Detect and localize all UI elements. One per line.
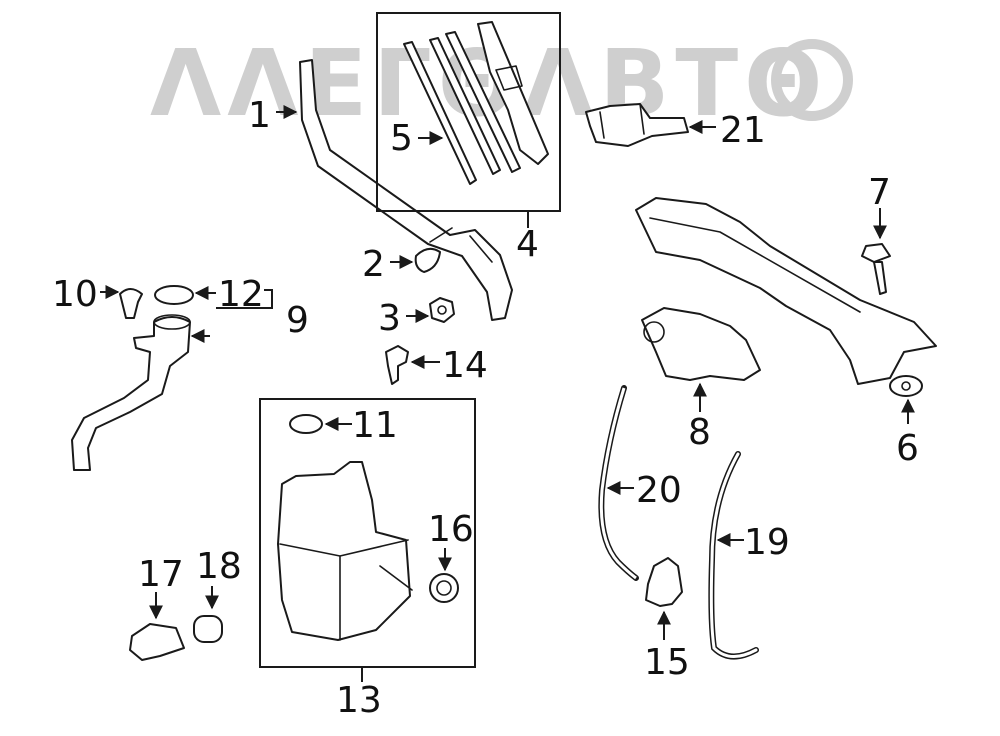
callout-14: 14	[442, 345, 488, 386]
callout-4: 4	[516, 224, 539, 265]
callout-15: 15	[644, 642, 690, 683]
push-fastener	[119, 288, 143, 319]
callout-21: 21	[720, 110, 766, 151]
mounting-bolt	[861, 243, 891, 295]
callout-13: 13	[336, 680, 382, 721]
reservoir-cap	[289, 414, 323, 434]
callout-5: 5	[390, 118, 413, 159]
callout-6: 6	[896, 428, 919, 469]
callout-1: 1	[248, 95, 271, 136]
reservoir-plug	[193, 615, 223, 643]
hose-connector	[129, 623, 185, 661]
callout-16: 16	[428, 509, 474, 550]
callout-2: 2	[362, 244, 385, 285]
wiper-linkage	[635, 197, 937, 397]
callout-11: 11	[352, 405, 398, 446]
retaining-clip	[385, 345, 409, 385]
callout-12: 12	[218, 274, 264, 315]
pump-grommet	[429, 573, 459, 603]
blade-assembly-box	[376, 12, 561, 212]
callout-8: 8	[688, 412, 711, 453]
filler-neck	[71, 314, 191, 471]
washer-nozzle	[585, 103, 689, 147]
reservoir-box	[259, 398, 476, 668]
callout-20: 20	[636, 470, 682, 511]
watermark-ring	[771, 39, 853, 121]
callout-17: 17	[138, 554, 184, 595]
pivot-cap	[414, 247, 441, 273]
callout-9: 9	[286, 300, 309, 341]
callout-18: 18	[196, 546, 242, 587]
washer-pump	[645, 557, 683, 607]
wiper-arm	[299, 59, 513, 321]
filler-cap	[154, 285, 194, 305]
wiper-blade	[403, 21, 549, 185]
callout-7: 7	[868, 172, 891, 213]
wiper-motor	[641, 307, 761, 381]
arm-nut	[429, 297, 455, 323]
callout-19: 19	[744, 522, 790, 563]
callout-10: 10	[52, 274, 98, 315]
callout-3: 3	[378, 298, 401, 339]
washer-reservoir	[277, 461, 413, 641]
washer-hose-short	[598, 385, 639, 581]
leader-9	[216, 289, 273, 309]
